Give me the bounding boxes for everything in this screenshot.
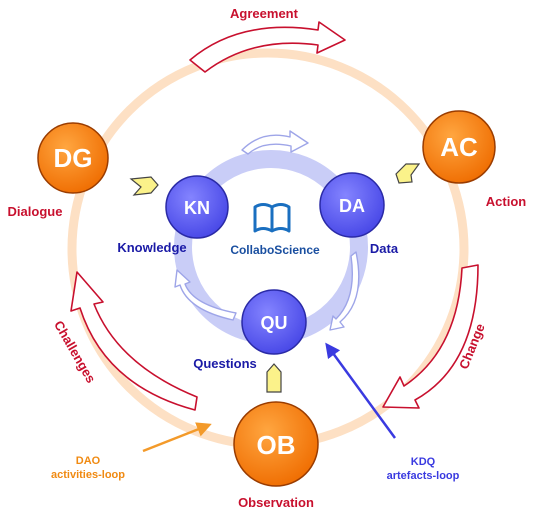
node-ob-label: OB [257, 430, 296, 460]
knowledge-label: Knowledge [117, 240, 186, 255]
challenges-arrow [70, 271, 198, 411]
node-ob: OB [233, 401, 319, 487]
dao-pointer-arrow [142, 422, 212, 453]
node-ac-label: AC [440, 132, 478, 162]
dao-label: DAO [76, 455, 101, 467]
kdq-sublabel: artefacts-loop [387, 470, 460, 482]
connector-dg-kn [129, 176, 159, 196]
agreement-label: Agreement [230, 6, 299, 21]
dao-sublabel: activities-loop [51, 469, 125, 481]
node-dg-label: DG [54, 143, 93, 173]
kdq-label: KDQ [411, 456, 436, 468]
brand-label: CollaboScience [230, 243, 320, 257]
agreement-arrow [189, 21, 346, 73]
data-label: Data [370, 241, 399, 256]
node-kn: KN [165, 175, 229, 239]
change-arrow [382, 264, 479, 409]
inner-arrow-right [329, 251, 360, 331]
dialogue-label: Dialogue [8, 204, 63, 219]
node-da-label: DA [339, 196, 365, 216]
action-label: Action [486, 194, 527, 209]
questions-label: Questions [193, 356, 257, 371]
inner-arrow-top [241, 130, 309, 155]
node-dg: DG [37, 122, 109, 194]
connector-ac-da [395, 163, 421, 184]
node-ac: AC [422, 110, 496, 184]
connector-ob-qu [266, 363, 282, 393]
kdq-pointer-arrow [325, 342, 397, 439]
book-icon [253, 203, 291, 233]
inner-arrow-left [174, 269, 237, 321]
node-qu: QU [241, 289, 307, 355]
observation-label: Observation [238, 495, 314, 510]
node-qu-label: QU [261, 313, 288, 333]
node-da: DA [319, 172, 385, 238]
node-kn-label: KN [184, 198, 210, 218]
